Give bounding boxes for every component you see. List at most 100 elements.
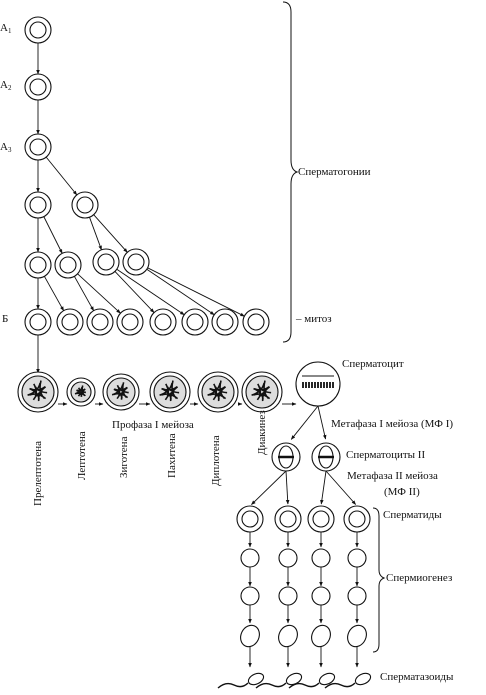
cell-nucleus: [216, 313, 234, 331]
spermatogonium: [122, 248, 150, 276]
cell-nucleus: [348, 510, 366, 528]
label-diplotene: Диплотена: [210, 435, 222, 486]
sperm-tail: [255, 682, 287, 689]
cell-nucleus: [70, 381, 92, 403]
spermatid: [307, 505, 335, 533]
cell-nucleus: [29, 21, 47, 39]
spermatogonium-a2: [24, 73, 52, 101]
cell-nucleus: [91, 313, 109, 331]
link-arrow: [114, 271, 155, 313]
label-leptotene: Лептотена: [76, 431, 88, 480]
chromatin: [251, 380, 272, 402]
spermatid-stage: [278, 586, 298, 606]
sperm-tail: [288, 682, 320, 689]
label-spermatocyte: Сперматоцит: [342, 358, 404, 370]
spermatogonium: [71, 191, 99, 219]
spermatid-stage: [347, 586, 367, 606]
label-b: Б: [2, 313, 9, 325]
spermatids-brace: [372, 507, 386, 653]
spermatid: [236, 505, 264, 533]
label-preleptotene: Прелептотена: [32, 440, 44, 506]
cell-nucleus: [21, 375, 55, 409]
spermatogonium: [92, 248, 120, 276]
label-spermiogenesis: Спермиогенез: [386, 572, 453, 584]
link-arrow: [77, 273, 121, 314]
cell-nucleus: [76, 196, 94, 214]
link-arrow: [146, 268, 215, 316]
spermatid-stage: [311, 586, 331, 606]
label-spermatozoa: Сперматазоиды: [380, 671, 454, 683]
sperm-head: [247, 672, 265, 686]
label-mitosis: – митоз: [296, 313, 332, 325]
chromatin: [111, 382, 129, 400]
cell-nucleus: [106, 377, 136, 407]
cell-nucleus: [153, 375, 187, 409]
cell-nucleus: [121, 313, 139, 331]
spermatogonium-b: [149, 308, 177, 336]
cells: [17, 16, 372, 689]
chromatin: [207, 380, 228, 402]
sperm-tail: [217, 682, 249, 689]
spermatid-stage: [347, 548, 367, 568]
cell-nucleus: [29, 138, 47, 156]
spermatid-elongating: [240, 624, 260, 648]
spermatocyte-ii: [271, 442, 301, 472]
link-arrow: [89, 217, 102, 251]
prophase-cell-0: [17, 371, 59, 413]
label-a2: А2: [0, 79, 12, 92]
spermatid-stage: [311, 548, 331, 568]
chromatin: [74, 385, 86, 397]
label-a1: А1: [0, 22, 12, 35]
label-spermatocytes-2: Сперматоциты II: [346, 449, 426, 461]
link-arrow: [317, 405, 327, 440]
cell-nucleus: [201, 375, 235, 409]
spermatogonium-b: [211, 308, 239, 336]
prophase-cell-5: [241, 371, 283, 413]
link-arrow: [325, 470, 357, 505]
label-metaphase-2-abbr: (МФ II): [384, 486, 420, 498]
spermatogonium-b: [24, 308, 52, 336]
cell-nucleus: [29, 196, 47, 214]
spermatogonium: [24, 191, 52, 219]
label-prophase: Профаза I мейоза: [112, 419, 194, 431]
cell-nucleus: [127, 253, 145, 271]
link-arrow: [93, 214, 128, 253]
cell-nucleus: [186, 313, 204, 331]
spermatozoon: [288, 672, 336, 689]
link-arrow: [116, 268, 185, 316]
link-arrow: [147, 267, 245, 317]
prophase-cell-4: [197, 371, 239, 413]
spermatocyte-large: [295, 361, 341, 407]
spermatogonium: [54, 251, 82, 279]
sperm-head: [318, 672, 336, 686]
label-diakinesis: Диакинез: [256, 410, 268, 455]
spermatogonium-b: [86, 308, 114, 336]
cell-nucleus: [241, 510, 259, 528]
spermatid-stage: [240, 586, 260, 606]
link-arrow: [43, 216, 63, 254]
spermatid: [343, 505, 371, 533]
sperm-head: [354, 672, 372, 686]
spermatocyte-ii: [311, 442, 341, 472]
cell-nucleus: [247, 313, 265, 331]
link-arrow: [45, 156, 78, 196]
link-arrow: [43, 276, 65, 312]
link-arrow: [285, 470, 290, 505]
cell-nucleus: [279, 510, 297, 528]
spermatid-stage: [278, 548, 298, 568]
chromatin: [27, 380, 48, 402]
cell-nucleus: [154, 313, 172, 331]
braces: [282, 1, 386, 653]
spermatid-stage: [240, 548, 260, 568]
link-arrow: [320, 470, 327, 505]
spermatogonium-b: [242, 308, 270, 336]
chromatin: [159, 380, 180, 402]
label-spermatogonia: Сперматогонии: [298, 166, 371, 178]
spermatogonium-b: [56, 308, 84, 336]
spermatid-elongating: [311, 624, 331, 648]
label-a3: А3: [0, 141, 12, 154]
cell-nucleus: [97, 253, 115, 271]
link-arrow: [251, 470, 287, 505]
lineage-arrows: [36, 43, 359, 668]
